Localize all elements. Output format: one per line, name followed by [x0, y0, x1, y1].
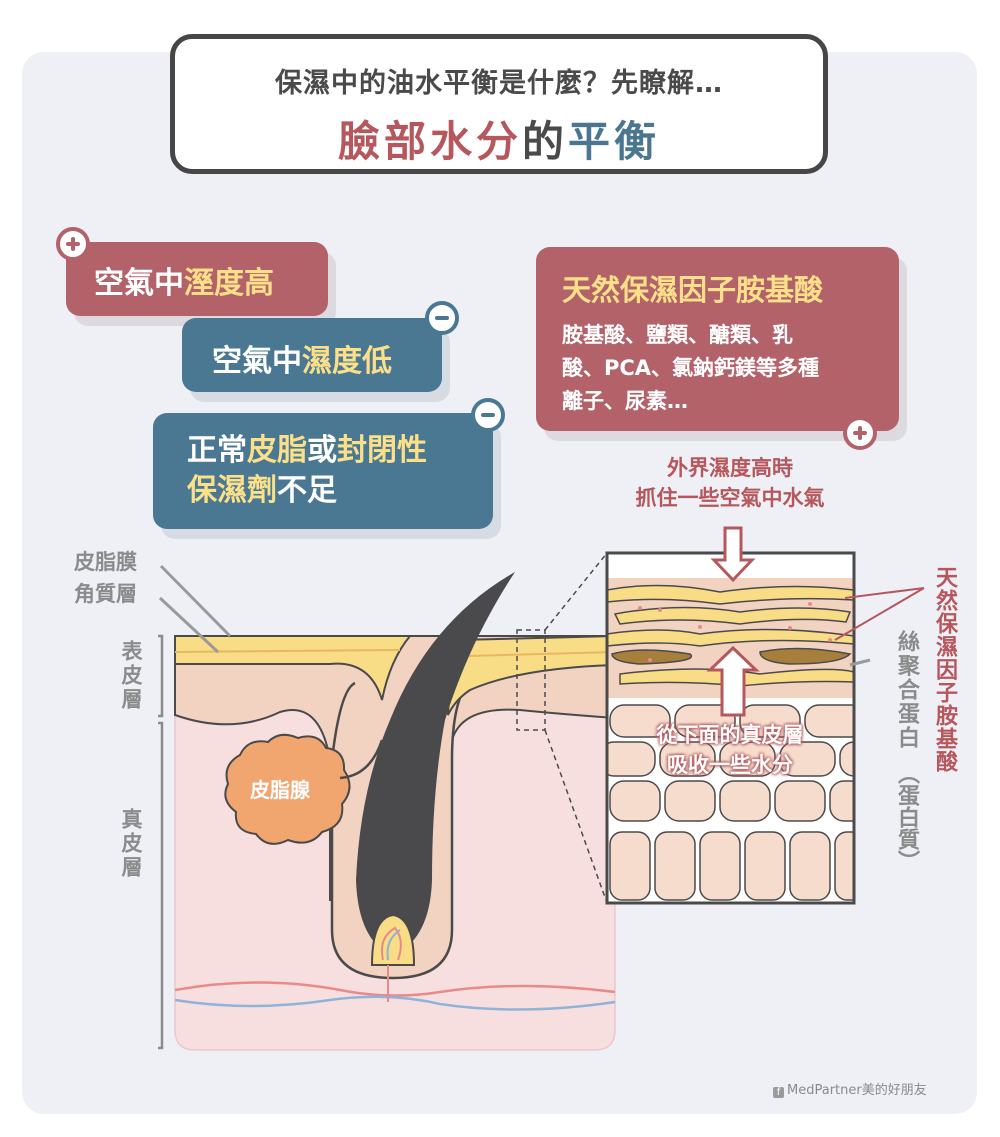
card-humidity-low: 空氣中濕度低	[182, 318, 442, 392]
plus-icon	[56, 227, 90, 261]
label-stratum-corneum: 角質層	[74, 582, 137, 606]
title-main-part2: 的	[521, 117, 568, 166]
top-note-line2: 抓住一些空氣中水氣	[635, 486, 825, 510]
title-subtitle: 保濕中的油水平衡是什麼？先瞭解…	[275, 68, 723, 99]
card-humidity-low-prefix: 空氣中	[212, 344, 302, 379]
card-sebum-lack-h2: 封閉性	[337, 433, 427, 468]
card-nmf-body-line3: 離子、尿素…	[562, 389, 688, 413]
blood-vessel-blue	[174, 995, 616, 1011]
label-sebum-film: 皮脂膜	[74, 550, 137, 574]
card-humidity-low-highlight: 濕度低	[302, 344, 392, 379]
bottom-note-line1: 從下面的真皮層	[656, 723, 804, 747]
card-humidity-high-highlight: 溼度高	[184, 266, 274, 301]
blood-vessel-red	[174, 981, 616, 997]
card-nmf-body-line2: 酸、PCA、氯鈉鈣鎂等多種	[562, 356, 820, 380]
label-filaggrin-paren: （蛋白質）	[894, 762, 919, 872]
up-arrow-icon	[706, 645, 760, 717]
down-arrow-icon	[710, 526, 756, 583]
hair-shaft	[356, 572, 515, 956]
card-nmf-title: 天然保濕因子胺基酸	[562, 273, 824, 307]
top-note: 外界濕度高時 抓住一些空氣中水氣	[580, 453, 880, 513]
title-main: 臉部水分的平衡	[175, 108, 823, 169]
card-nmf-body-line1: 胺基酸、鹽類、醣類、乳	[562, 323, 793, 347]
minus-icon	[425, 301, 459, 335]
bottom-note: 從下面的真皮層 吸收一些水分	[590, 720, 870, 780]
title-box: 保濕中的油水平衡是什麼？先瞭解… 臉部水分的平衡	[170, 34, 828, 174]
card-sebum-lack-h3: 保濕劑	[187, 473, 277, 508]
card-sebum-lack: 正常皮脂或封閉性 保濕劑不足	[153, 413, 493, 529]
zoom-source-box	[516, 629, 546, 731]
minus-icon	[471, 398, 505, 432]
dermis-bracket	[158, 721, 164, 1050]
card-sebum-lack-t3: 不足	[277, 473, 337, 508]
facebook-icon: f	[773, 1087, 784, 1098]
label-epidermis: 表皮層	[119, 640, 143, 712]
card-humidity-high: 空氣中溼度高	[66, 242, 328, 316]
label-sebaceous-gland: 皮脂腺	[250, 778, 310, 802]
card-sebum-lack-t1: 正常	[187, 433, 247, 468]
title-main-part1: 臉部水分	[337, 117, 522, 166]
card-sebum-lack-t2: 或	[307, 433, 337, 468]
label-nmf-side: 天然保濕因子胺基酸	[932, 566, 957, 773]
plus-icon	[843, 416, 877, 450]
title-main-part3: 平衡	[568, 117, 661, 166]
zoomed-skin-section	[607, 553, 854, 903]
label-filaggrin: 絲聚合蛋白	[894, 630, 919, 750]
card-sebum-lack-h1: 皮脂	[247, 433, 307, 468]
footer-brand-text: MedPartner美的好朋友	[787, 1083, 927, 1098]
top-note-line1: 外界濕度高時	[667, 456, 793, 480]
card-nmf: 天然保濕因子胺基酸 胺基酸、鹽類、醣類、乳 酸、PCA、氯鈉鈣鎂等多種 離子、尿…	[536, 247, 899, 431]
label-dermis: 真皮層	[119, 808, 143, 880]
sebaceous-gland	[224, 733, 351, 845]
card-humidity-high-prefix: 空氣中	[94, 266, 184, 301]
bottom-note-line2: 吸收一些水分	[667, 753, 793, 777]
epidermis-bracket	[158, 634, 164, 718]
